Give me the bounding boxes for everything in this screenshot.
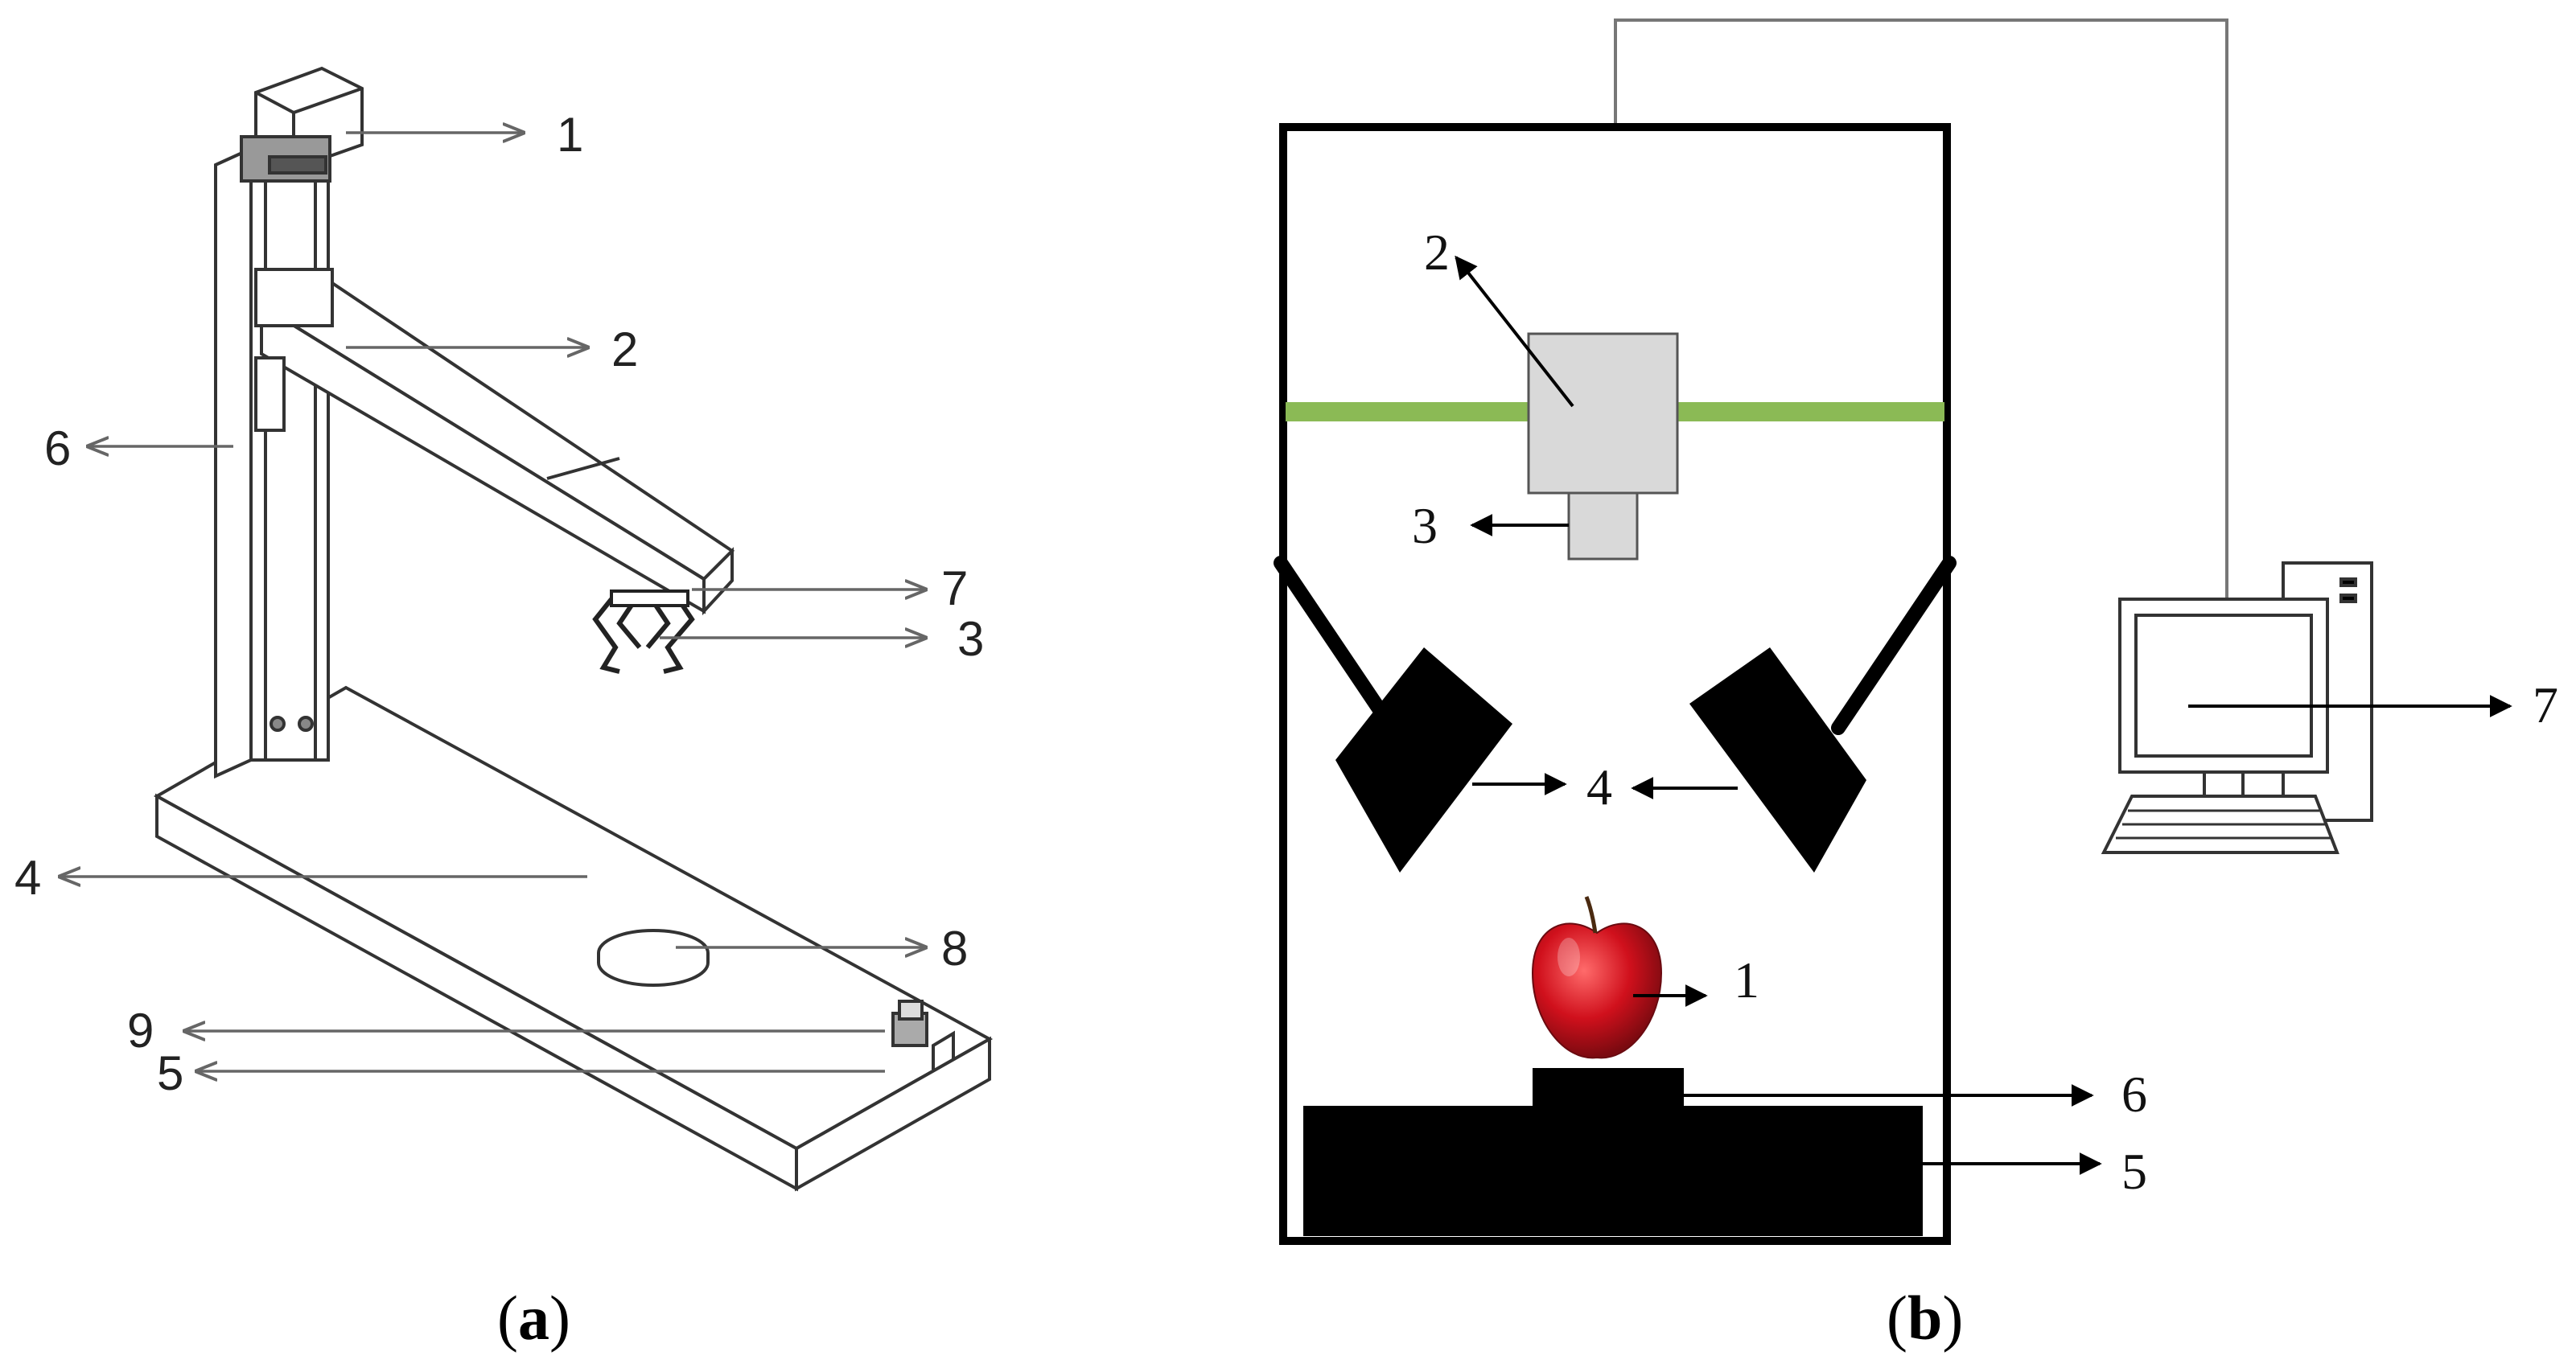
computer [2101, 561, 2373, 854]
camera-lens [1567, 491, 1639, 561]
label-a-8: 8 [941, 922, 968, 976]
panel-b-labels: 2 3 4 1 6 5 7 [1412, 224, 2558, 1200]
vertical-column [214, 146, 330, 779]
label-a-4: 4 [14, 851, 41, 905]
sample-stage [1533, 1068, 1684, 1111]
data-cable [1614, 18, 2228, 599]
caption-a: (a) [497, 1283, 570, 1353]
panel-b-arrows [1455, 255, 2512, 1175]
caption-b: (b) [1887, 1283, 1963, 1353]
label-a-5: 5 [157, 1046, 183, 1100]
label-b-5: 5 [2121, 1143, 2147, 1200]
left-lamp-arm [1274, 556, 1399, 735]
label-a-3: 3 [957, 612, 984, 666]
panel-a-arrows [60, 133, 925, 1071]
label-b-3: 3 [1412, 497, 1438, 554]
label-b-2: 2 [1424, 224, 1450, 281]
right-lamp-arm [1831, 556, 1957, 735]
panel-b-chamber [1274, 18, 2228, 1245]
label-a-2: 2 [611, 322, 638, 376]
arrow-b-2 [1455, 255, 1574, 408]
platform-base [1303, 1106, 1923, 1236]
camera-body [1527, 332, 1679, 495]
apple [1531, 896, 1663, 1059]
left-lamp [1335, 647, 1512, 873]
label-a-9: 9 [127, 1004, 154, 1058]
label-a-1: 1 [557, 108, 583, 162]
label-a-6: 6 [44, 421, 71, 475]
gripper [592, 590, 695, 674]
top-motor [240, 66, 364, 183]
base-plate [153, 685, 994, 1192]
panel-a-labels: 1 2 6 7 3 4 8 9 5 [14, 108, 984, 1100]
horizontal-arm [254, 268, 735, 616]
label-a-7: 7 [941, 561, 968, 615]
label-b-6: 6 [2121, 1066, 2147, 1123]
panel-a-device-drawing [153, 66, 994, 1192]
label-b-1: 1 [1734, 951, 1759, 1009]
label-b-4: 4 [1586, 758, 1612, 815]
round-tray [597, 929, 710, 987]
label-b-7: 7 [2533, 676, 2558, 733]
sensor-block [891, 1000, 928, 1047]
right-lamp [1689, 647, 1866, 873]
